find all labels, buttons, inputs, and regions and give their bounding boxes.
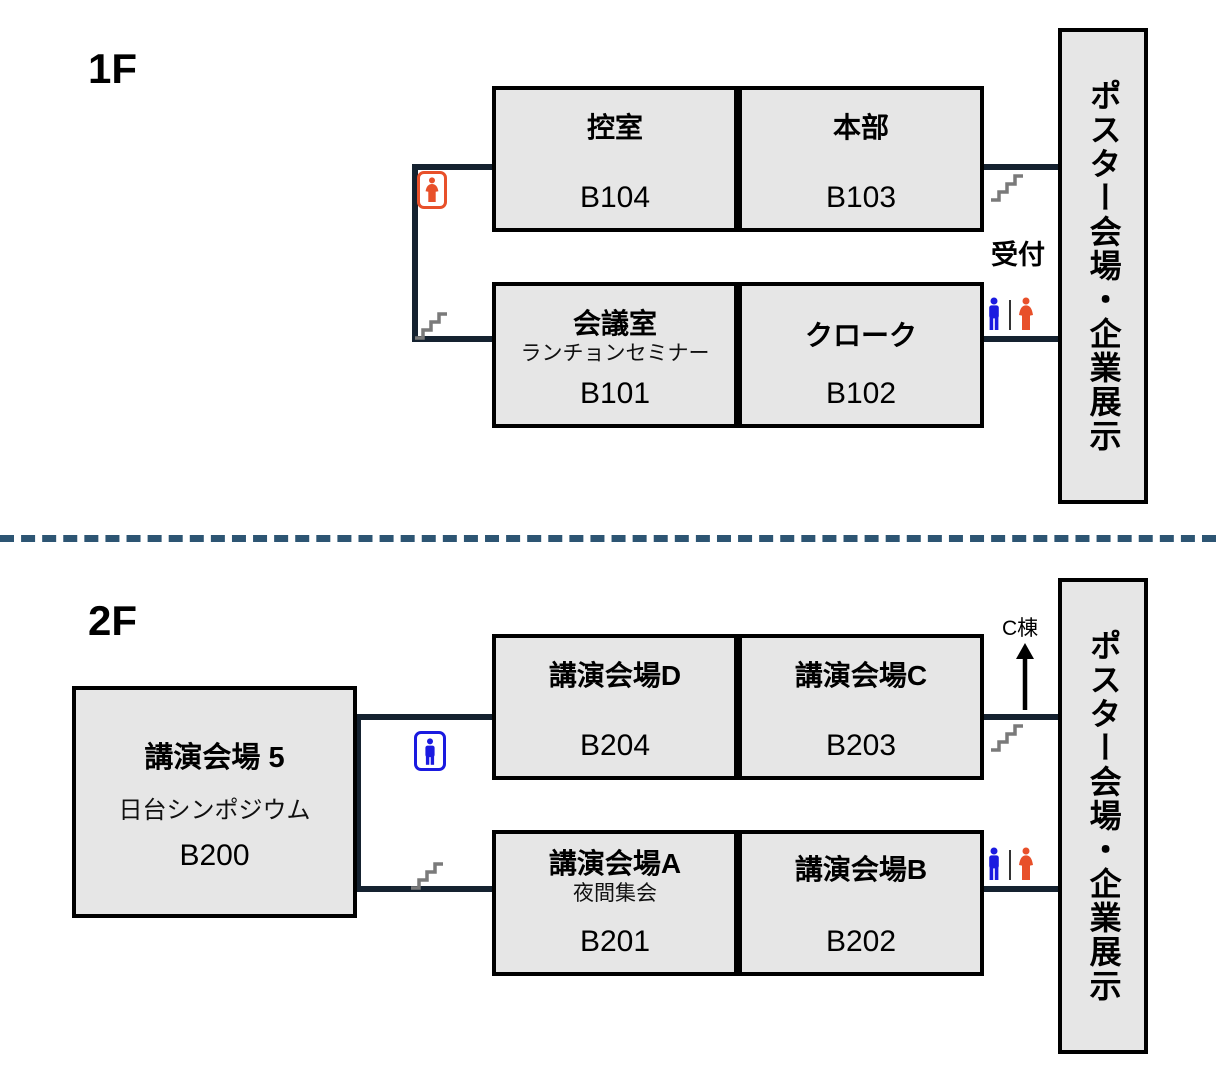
room-b101[interactable]: 会議室 ランチョンセミナー B101 (492, 282, 738, 428)
room-b202-name: 講演会場B (794, 854, 928, 885)
male-figure-icon (989, 847, 999, 880)
corridor-1f-top-right-stub (982, 164, 1060, 170)
room-b203-code: B203 (825, 729, 897, 762)
restroom-divider (1009, 300, 1011, 330)
female-figure-icon (1019, 297, 1033, 330)
mens-restroom-icon[interactable] (414, 731, 446, 771)
room-b201-name: 講演会場A (548, 848, 682, 879)
corridor-1f-top-left-stub (412, 164, 498, 170)
room-b103[interactable]: 本部 B103 (738, 86, 984, 232)
male-figure-icon (989, 297, 999, 330)
room-b201-subtitle: 夜間集会 (573, 882, 657, 906)
floor-separator (0, 535, 1216, 542)
womens-restroom-icon[interactable] (417, 171, 447, 209)
corridor-2f-bottom-right-stub (982, 886, 1060, 892)
room-b200-subtitle: 日台シンポジウム (118, 797, 311, 825)
room-b102-name: クローク (804, 320, 917, 351)
room-b201-code: B201 (579, 925, 651, 958)
room-b204-name: 講演会場D (548, 660, 682, 691)
corridor-2f-top-left-stub (355, 714, 498, 720)
stairs-icon (408, 855, 448, 896)
room-b103-code: B103 (825, 181, 897, 214)
corridor-2f-top-right-stub (982, 714, 1060, 720)
corridor-2f-left-vertical (355, 714, 361, 892)
reception-label-1f: 受付 (991, 240, 1045, 270)
room-b102-code: B102 (825, 377, 897, 410)
room-b202[interactable]: 講演会場B B202 (738, 830, 984, 976)
restrooms-icon[interactable] (984, 297, 1036, 331)
room-b104[interactable]: 控室 B104 (492, 86, 738, 232)
room-b204-code: B204 (579, 729, 651, 762)
restrooms-icon[interactable] (984, 847, 1036, 881)
room-b103-name: 本部 (832, 112, 889, 143)
room-b101-subtitle: ランチョンセミナー (520, 342, 710, 366)
stairs-icon (988, 167, 1028, 208)
poster-hall-2f-label: ポスター会場・企業展示 (1085, 629, 1122, 1003)
room-b203[interactable]: 講演会場C B203 (738, 634, 984, 780)
room-b203-name: 講演会場C (794, 660, 928, 691)
room-b201[interactable]: 講演会場A 夜間集会 B201 (492, 830, 738, 976)
corridor-1f-left-vertical (412, 164, 418, 342)
room-b104-name: 控室 (586, 112, 643, 143)
poster-hall-1f[interactable]: ポスター会場・企業展示 (1058, 28, 1148, 504)
room-b200-name: 講演会場 5 (144, 742, 285, 774)
corridor-1f-bottom-left-stub (412, 336, 498, 342)
stairs-icon (988, 717, 1028, 758)
floor-label-2f: 2F (88, 597, 138, 644)
corridor-2f-bottom-left-stub (355, 886, 498, 892)
c-wing-arrow-icon (1012, 640, 1038, 717)
floor-label-1f: 1F (88, 45, 138, 92)
female-figure-icon (1019, 847, 1033, 880)
corridor-1f-bottom-right-stub (982, 336, 1060, 342)
room-b204[interactable]: 講演会場D B204 (492, 634, 738, 780)
room-b200[interactable]: 講演会場 5 日台シンポジウム B200 (72, 686, 357, 918)
poster-hall-1f-label: ポスター会場・企業展示 (1085, 79, 1122, 453)
room-b202-code: B202 (825, 925, 897, 958)
room-b200-code: B200 (179, 839, 250, 872)
c-wing-label: C棟 (1002, 617, 1039, 640)
room-b101-code: B101 (579, 377, 651, 410)
poster-hall-2f[interactable]: ポスター会場・企業展示 (1058, 578, 1148, 1054)
restroom-divider (1009, 850, 1011, 880)
room-b102[interactable]: クローク B102 (738, 282, 984, 428)
stairs-icon (412, 305, 452, 346)
room-b104-code: B104 (579, 181, 651, 214)
room-b101-name: 会議室 (572, 308, 657, 339)
